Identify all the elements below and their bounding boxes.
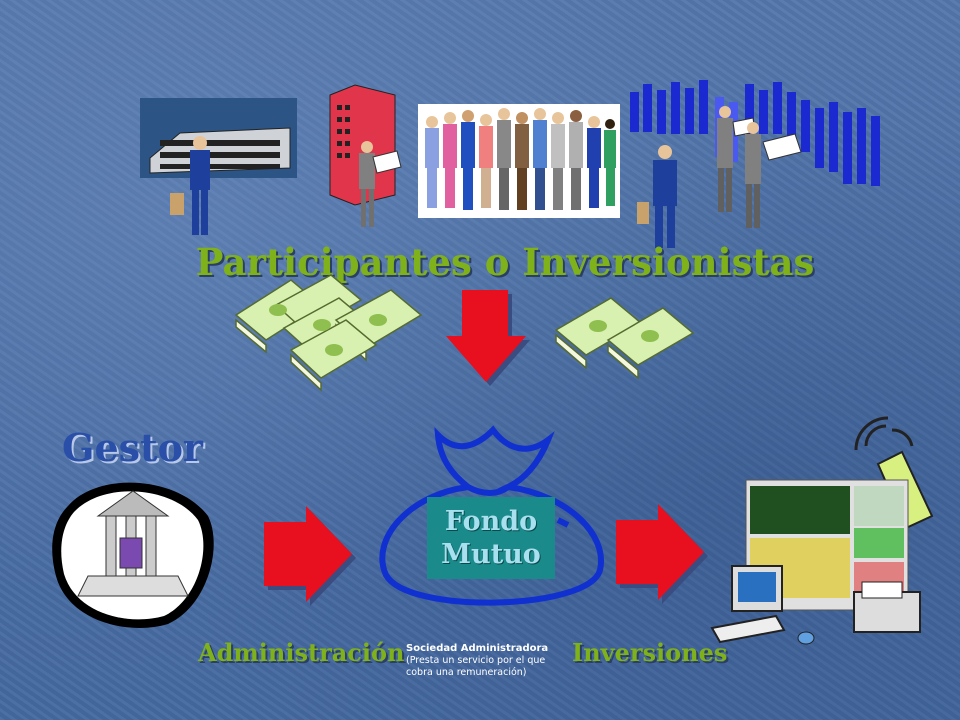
money-bag-outline (379, 425, 604, 606)
office-building-clipart (140, 98, 297, 235)
sociedad-heading: Sociedad Administradora (406, 643, 549, 654)
money-stacks-right (554, 297, 695, 380)
fondo-line-2: Mutuo (441, 539, 541, 570)
crowd-clipart (630, 80, 880, 248)
inversiones-label: Inversiones (572, 638, 728, 667)
arrow-to-fondo (264, 506, 356, 606)
fondo-mutuo-box: Fondo Mutuo (427, 497, 555, 579)
gestor-heading: Gestor (62, 425, 203, 470)
arrow-to-inversiones (616, 504, 708, 604)
money-stacks-left (234, 274, 423, 392)
people-group-clipart (418, 104, 620, 218)
down-arrow (446, 290, 530, 386)
bank-building-clipart (52, 482, 214, 628)
sociedad-description: (Presta un servicio por el que cobra una… (406, 655, 546, 678)
slide-title: Participantes o Inversionistas (195, 240, 815, 284)
administracion-label: Administración (198, 638, 405, 667)
trading-equipment-clipart (710, 416, 934, 645)
sociedad-note: Sociedad Administradora (Presta un servi… (406, 643, 566, 679)
red-building-clipart (329, 84, 402, 227)
fondo-line-1: Fondo (444, 506, 538, 537)
